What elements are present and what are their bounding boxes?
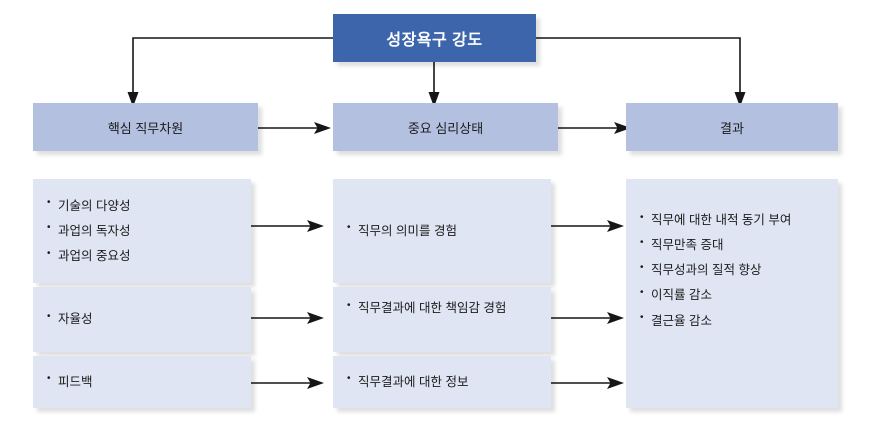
list-item: 기술의 다양성 [47,196,239,215]
arrowhead-group-feedback-to-knowledge [307,377,324,389]
list-item: 직무만족 증대 [640,236,826,254]
connector-moderator-to-column1 [132,37,333,95]
list-item: 직무결과에 대한 책임감 경험 [347,298,539,317]
list-item: 직무결과에 대한 정보 [347,372,539,391]
list-item: 과업의 중요성 [47,247,239,265]
bullet-list: 피드백 [47,372,239,391]
moderator-box: 성장욕구 강도 [333,14,536,62]
list-item: 과업의 독자성 [47,221,239,240]
column-head-label: 중요 심리상태 [407,120,484,136]
list-item: 피드백 [47,372,239,391]
content-box-outcomes: 직무에 대한 내적 동기 부여 직무만족 증대 직무성과의 질적 향상 이직률 … [626,179,838,408]
bullet-list: 직무의 의미를 경험 [347,221,539,240]
content-box-group-autonomy: 자율성 [33,287,251,352]
column-head-label: 핵심 직무차원 [107,120,184,136]
list-item: 직무에 대한 내적 동기 부여 [640,210,826,229]
bullet-list: 직무에 대한 내적 동기 부여 직무만족 증대 직무성과의 질적 향상 이직률 … [640,210,826,330]
arrowhead-group-autonomy-to-responsibility [307,312,324,324]
moderator-label: 성장욕구 강도 [386,32,483,49]
content-box-group-skill: 기술의 다양성 과업의 독자성 과업의 중요성 [33,179,251,283]
content-box-state-responsibility: 직무결과에 대한 책임감 경험 [333,287,551,352]
arrowhead-meaningfulness-to-outcomes [607,220,624,232]
bullet-list: 기술의 다양성 과업의 독자성 과업의 중요성 [47,196,239,265]
column-head-label: 결과 [720,120,744,136]
list-item: 직무의 의미를 경험 [347,221,539,240]
list-item: 직무성과의 질적 향상 [640,261,826,279]
list-item: 결근율 감소 [640,311,826,330]
arrowhead-head1-to-head2 [314,122,331,134]
list-item: 자율성 [47,310,239,328]
column-head-critical-psychological-states: 중요 심리상태 [333,103,558,151]
column-head-outcomes: 결과 [626,103,838,151]
column-head-core-job-dimensions: 핵심 직무차원 [33,103,258,151]
bullet-list: 자율성 [47,310,239,328]
list-item: 이직률 감소 [640,286,826,304]
content-box-group-feedback: 피드백 [33,356,251,408]
bullet-list: 직무결과에 대한 정보 [347,372,539,391]
content-box-state-meaningfulness: 직무의 의미를 경험 [333,179,551,283]
arrowhead-group-skill-to-meaningfulness [307,220,324,232]
connector-moderator-to-column3 [536,37,741,95]
arrowhead-knowledge-to-outcomes [607,377,624,389]
content-box-state-knowledge: 직무결과에 대한 정보 [333,356,551,408]
bullet-list: 직무결과에 대한 책임감 경험 [347,298,539,317]
arrowhead-responsibility-to-outcomes [607,312,624,324]
